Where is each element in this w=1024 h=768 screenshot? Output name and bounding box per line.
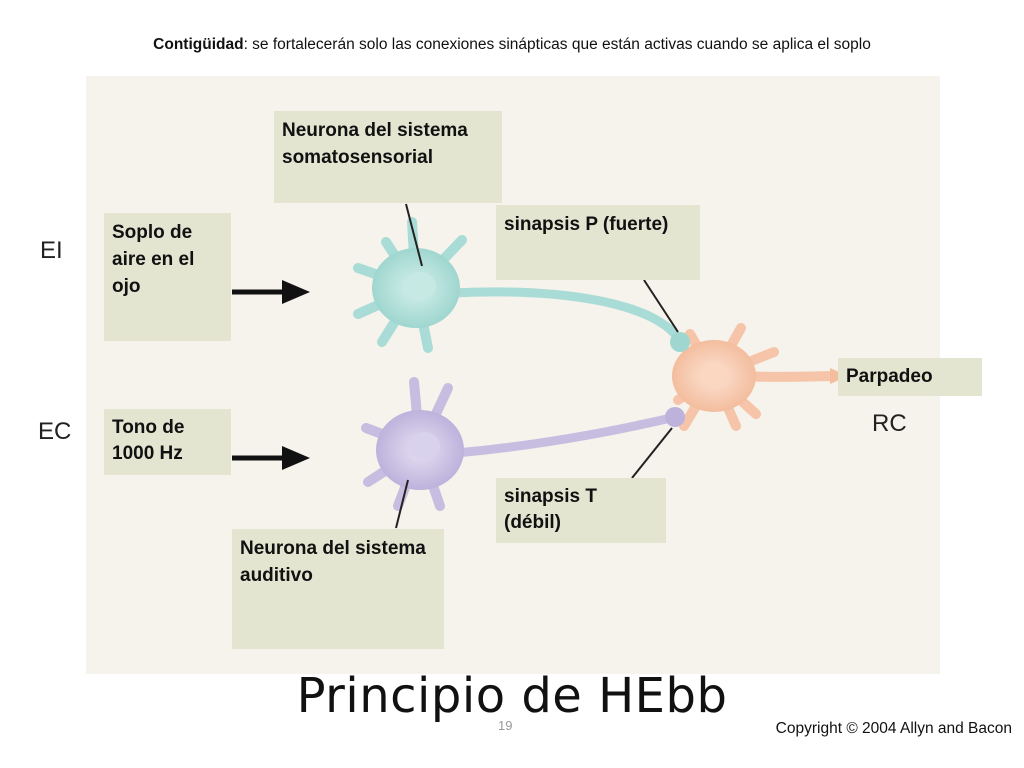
header-text: : se fortalecerán solo las conexiones si… [243, 36, 871, 53]
header-term: Contigüidad [153, 36, 244, 53]
tone-arrow [232, 446, 310, 470]
ec-label: EC [38, 418, 72, 445]
auditory-axon [451, 413, 676, 458]
slide-title: Principio de HEbb [296, 668, 728, 724]
somatosensory-pointer [405, 203, 423, 267]
ei-label: EI [40, 237, 63, 264]
air-puff-arrow [232, 280, 310, 304]
auditory-neuron [361, 377, 464, 511]
somatosensory-neuron [353, 217, 467, 353]
blink-label: Parpadeo [838, 358, 982, 396]
neuron-diagram [232, 203, 848, 529]
motor-neuron [672, 323, 839, 431]
copyright-notice: Copyright © 2004 Allyn and Bacon [775, 720, 1012, 737]
p-synapse-pointer [643, 279, 679, 333]
auditory-pointer [395, 479, 409, 529]
t-synapse-terminal [665, 407, 685, 427]
somatosensory-neuron-label: Neurona del sistema somatosensorial [274, 111, 502, 203]
t-synapse-label: sinapsis T (débil) [496, 478, 666, 543]
air-puff-label: Soplo de aire en el ojo [104, 213, 231, 341]
page-number: 19 [498, 718, 513, 733]
p-synapse-label: sinapsis P (fuerte) [496, 205, 700, 280]
p-synapse-terminal [670, 332, 690, 352]
somatosensory-axon [449, 287, 683, 343]
rc-label: RC [872, 410, 907, 437]
slide-header: Contigüidad: se fortalecerán solo las co… [0, 36, 1024, 54]
t-synapse-pointer [631, 427, 673, 479]
auditory-neuron-label: Neurona del sistema auditivo [232, 529, 444, 649]
tone-label: Tono de 1000 Hz [104, 409, 231, 475]
